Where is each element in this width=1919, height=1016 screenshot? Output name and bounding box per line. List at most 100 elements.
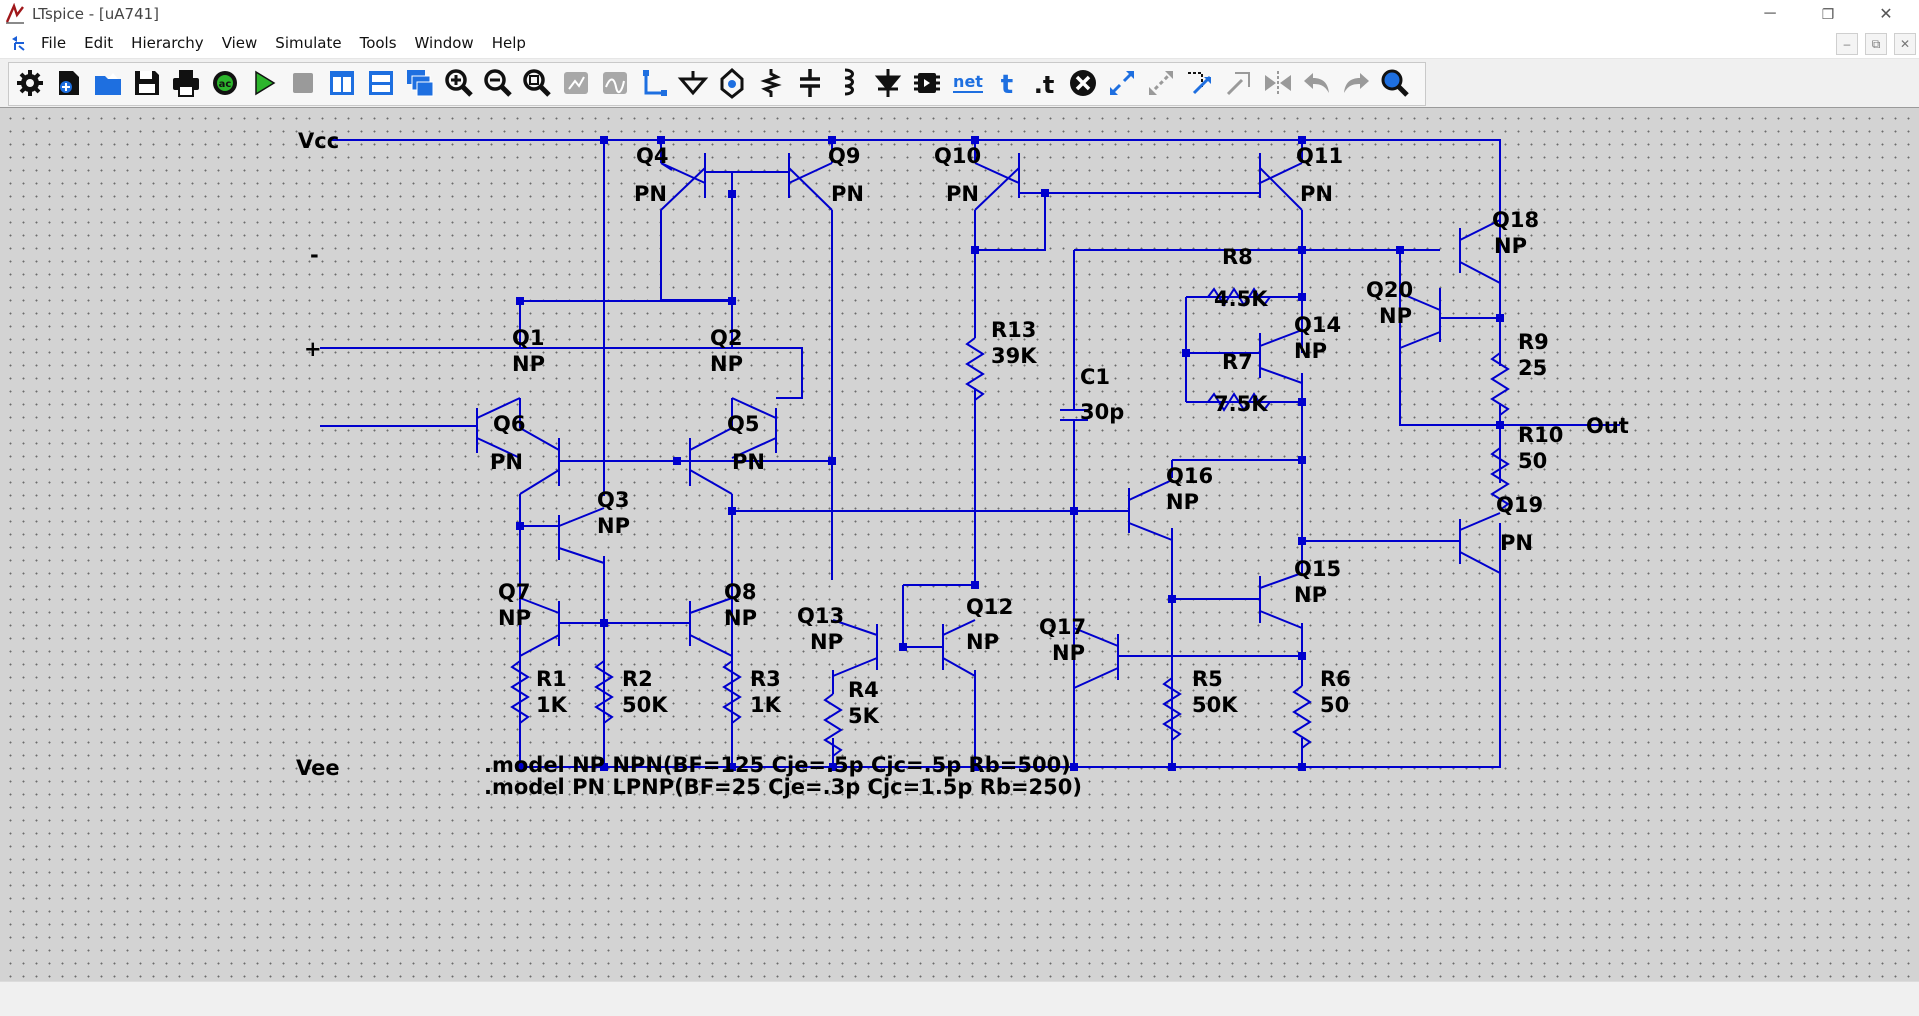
r5-name[interactable]: R5 — [1192, 667, 1223, 691]
q10-name[interactable]: Q10 — [934, 144, 981, 168]
net-label-minus[interactable]: - — [310, 243, 319, 267]
q16-name[interactable]: Q16 — [1166, 464, 1213, 488]
autorange-icon[interactable] — [559, 66, 593, 100]
r10-value: 50 — [1518, 449, 1547, 473]
mdi-close-button[interactable]: ✕ — [1894, 33, 1916, 55]
drag-icon[interactable] — [1144, 66, 1178, 100]
netlist-icon[interactable]: net — [949, 66, 987, 100]
zoom-in-icon[interactable] — [442, 66, 476, 100]
close-button[interactable]: ✕ — [1879, 6, 1893, 23]
mdi-minimize-button[interactable]: – — [1836, 33, 1858, 55]
q5-name[interactable]: Q5 — [727, 412, 759, 436]
menu-window[interactable]: Window — [414, 34, 474, 52]
q7-name[interactable]: Q7 — [498, 580, 530, 604]
find-icon[interactable] — [1378, 66, 1412, 100]
flip-icon[interactable] — [1261, 66, 1295, 100]
spice-directive-pn[interactable]: .model PN LPNP(BF=25 Cje=.3p Cjc=1.5p Rb… — [484, 775, 1082, 799]
q4-name[interactable]: Q4 — [636, 144, 668, 168]
wire-icon[interactable] — [637, 66, 671, 100]
restore-button[interactable]: ❐ — [1821, 5, 1835, 22]
tile-horizontal-icon[interactable] — [364, 66, 398, 100]
net-label-out[interactable]: Out — [1586, 414, 1629, 438]
move-icon[interactable] — [1105, 66, 1139, 100]
capacitor-icon[interactable] — [793, 66, 827, 100]
run-icon[interactable] — [247, 66, 281, 100]
svg-text:t: t — [1001, 70, 1013, 99]
ac-analysis-icon[interactable]: ac — [208, 66, 242, 100]
menu-hierarchy[interactable]: Hierarchy — [131, 34, 204, 52]
settings-icon[interactable] — [13, 66, 47, 100]
q9-name[interactable]: Q9 — [828, 144, 860, 168]
delete-icon[interactable] — [1066, 66, 1100, 100]
net-label-vcc[interactable]: Vcc — [298, 129, 339, 153]
new-schematic-icon[interactable] — [52, 66, 86, 100]
r2-name[interactable]: R2 — [622, 667, 653, 691]
schematic-canvas[interactable]: Vcc Vee - + Out Q1 NP Q2 NP Q3 NP Q4 PN … — [0, 107, 1919, 981]
tile-vertical-icon[interactable] — [325, 66, 359, 100]
minimize-button[interactable]: ─ — [1764, 5, 1776, 22]
halt-icon[interactable] — [286, 66, 320, 100]
spice-directive-np[interactable]: .model NP NPN(BF=125 Cje=.5p Cjc=.5p Rb=… — [484, 753, 1071, 777]
r7-name[interactable]: R7 — [1222, 350, 1253, 374]
menu-edit[interactable]: Edit — [84, 34, 114, 52]
svg-text:ac: ac — [219, 79, 232, 90]
menu-file[interactable]: File — [41, 34, 67, 52]
mdi-restore-button[interactable]: ⧉ — [1865, 33, 1887, 55]
q1-name[interactable]: Q1 — [512, 326, 544, 350]
q15-name[interactable]: Q15 — [1294, 557, 1341, 581]
resistor-icon[interactable] — [754, 66, 788, 100]
q9-model: PN — [831, 182, 864, 206]
menu-view[interactable]: View — [221, 34, 258, 52]
r6-name[interactable]: R6 — [1320, 667, 1351, 691]
net-label-vee[interactable]: Vee — [296, 756, 340, 780]
r7-value: 7.5K — [1214, 392, 1268, 416]
q3-name[interactable]: Q3 — [597, 488, 629, 512]
label-net-icon[interactable] — [715, 66, 749, 100]
redo-icon[interactable] — [1339, 66, 1373, 100]
r3-name[interactable]: R3 — [750, 667, 781, 691]
cascade-icon[interactable] — [403, 66, 437, 100]
q2-name[interactable]: Q2 — [710, 326, 742, 350]
q13-name[interactable]: Q13 — [797, 604, 844, 628]
r1-name[interactable]: R1 — [536, 667, 567, 691]
zoom-fit-icon[interactable] — [520, 66, 554, 100]
text-icon[interactable]: t — [990, 66, 1024, 100]
net-label-plus[interactable]: + — [304, 337, 322, 361]
document-icon[interactable] — [8, 33, 28, 53]
open-icon[interactable] — [91, 66, 125, 100]
menu-tools[interactable]: Tools — [359, 34, 397, 52]
zoom-out-icon[interactable] — [481, 66, 515, 100]
r2-value: 50K — [622, 693, 668, 717]
q8-name[interactable]: Q8 — [724, 580, 756, 604]
component-icon[interactable] — [910, 66, 944, 100]
q19-name[interactable]: Q19 — [1496, 493, 1543, 517]
c1-name[interactable]: C1 — [1080, 365, 1110, 389]
inductor-icon[interactable] — [832, 66, 866, 100]
r10-name[interactable]: R10 — [1518, 423, 1563, 447]
r13-name[interactable]: R13 — [991, 318, 1036, 342]
q8-model: NP — [724, 606, 757, 630]
q18-name[interactable]: Q18 — [1492, 208, 1539, 232]
diode-icon[interactable] — [871, 66, 905, 100]
q20-name[interactable]: Q20 — [1366, 278, 1413, 302]
q6-name[interactable]: Q6 — [493, 412, 525, 436]
q19-model: PN — [1500, 531, 1533, 555]
q14-name[interactable]: Q14 — [1294, 313, 1341, 337]
ground-icon[interactable] — [676, 66, 710, 100]
rotate-icon[interactable] — [1222, 66, 1256, 100]
q11-name[interactable]: Q11 — [1296, 144, 1343, 168]
r4-name[interactable]: R4 — [848, 678, 879, 702]
r9-name[interactable]: R9 — [1518, 330, 1549, 354]
status-bar — [0, 981, 1919, 1016]
undo-icon[interactable] — [1300, 66, 1334, 100]
r8-name[interactable]: R8 — [1222, 245, 1253, 269]
menu-simulate[interactable]: Simulate — [275, 34, 342, 52]
menu-help[interactable]: Help — [491, 34, 526, 52]
q12-name[interactable]: Q12 — [966, 595, 1013, 619]
q17-name[interactable]: Q17 — [1039, 615, 1086, 639]
print-icon[interactable] — [169, 66, 203, 100]
mirror-icon[interactable] — [1183, 66, 1217, 100]
waveform-icon[interactable] — [598, 66, 632, 100]
spice-directive-icon[interactable]: .t — [1027, 66, 1061, 100]
save-icon[interactable] — [130, 66, 164, 100]
